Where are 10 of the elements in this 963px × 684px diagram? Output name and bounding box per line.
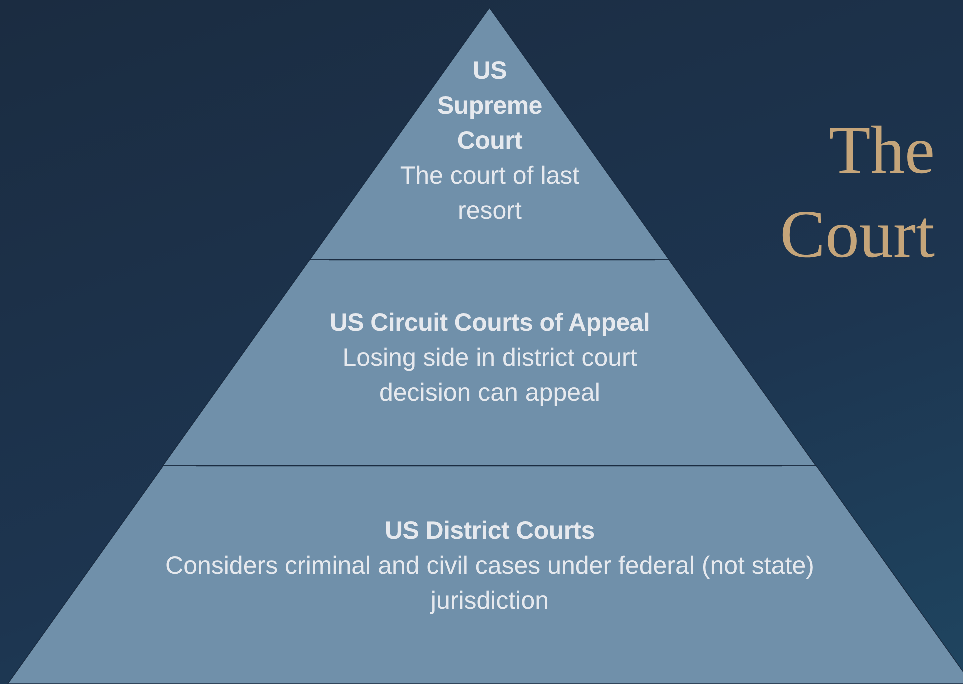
- tier-description: Considers criminal and civil cases under federal (not state) jurisdiction: [164, 551, 815, 617]
- pyramid-tier: [8, 466, 963, 684]
- tier-heading: US District Courts: [384, 516, 596, 547]
- pyramid-tier: [163, 260, 817, 466]
- tier-description: The court of last resort: [400, 161, 580, 227]
- pyramid-tier: [310, 8, 670, 260]
- tier-heading: US Circuit Courts of Appeal: [328, 308, 652, 339]
- tier-heading: US Supreme Court: [436, 56, 544, 157]
- title: The Court: [779, 111, 935, 274]
- tier-description: Losing side in district court decision can appeal: [342, 343, 638, 409]
